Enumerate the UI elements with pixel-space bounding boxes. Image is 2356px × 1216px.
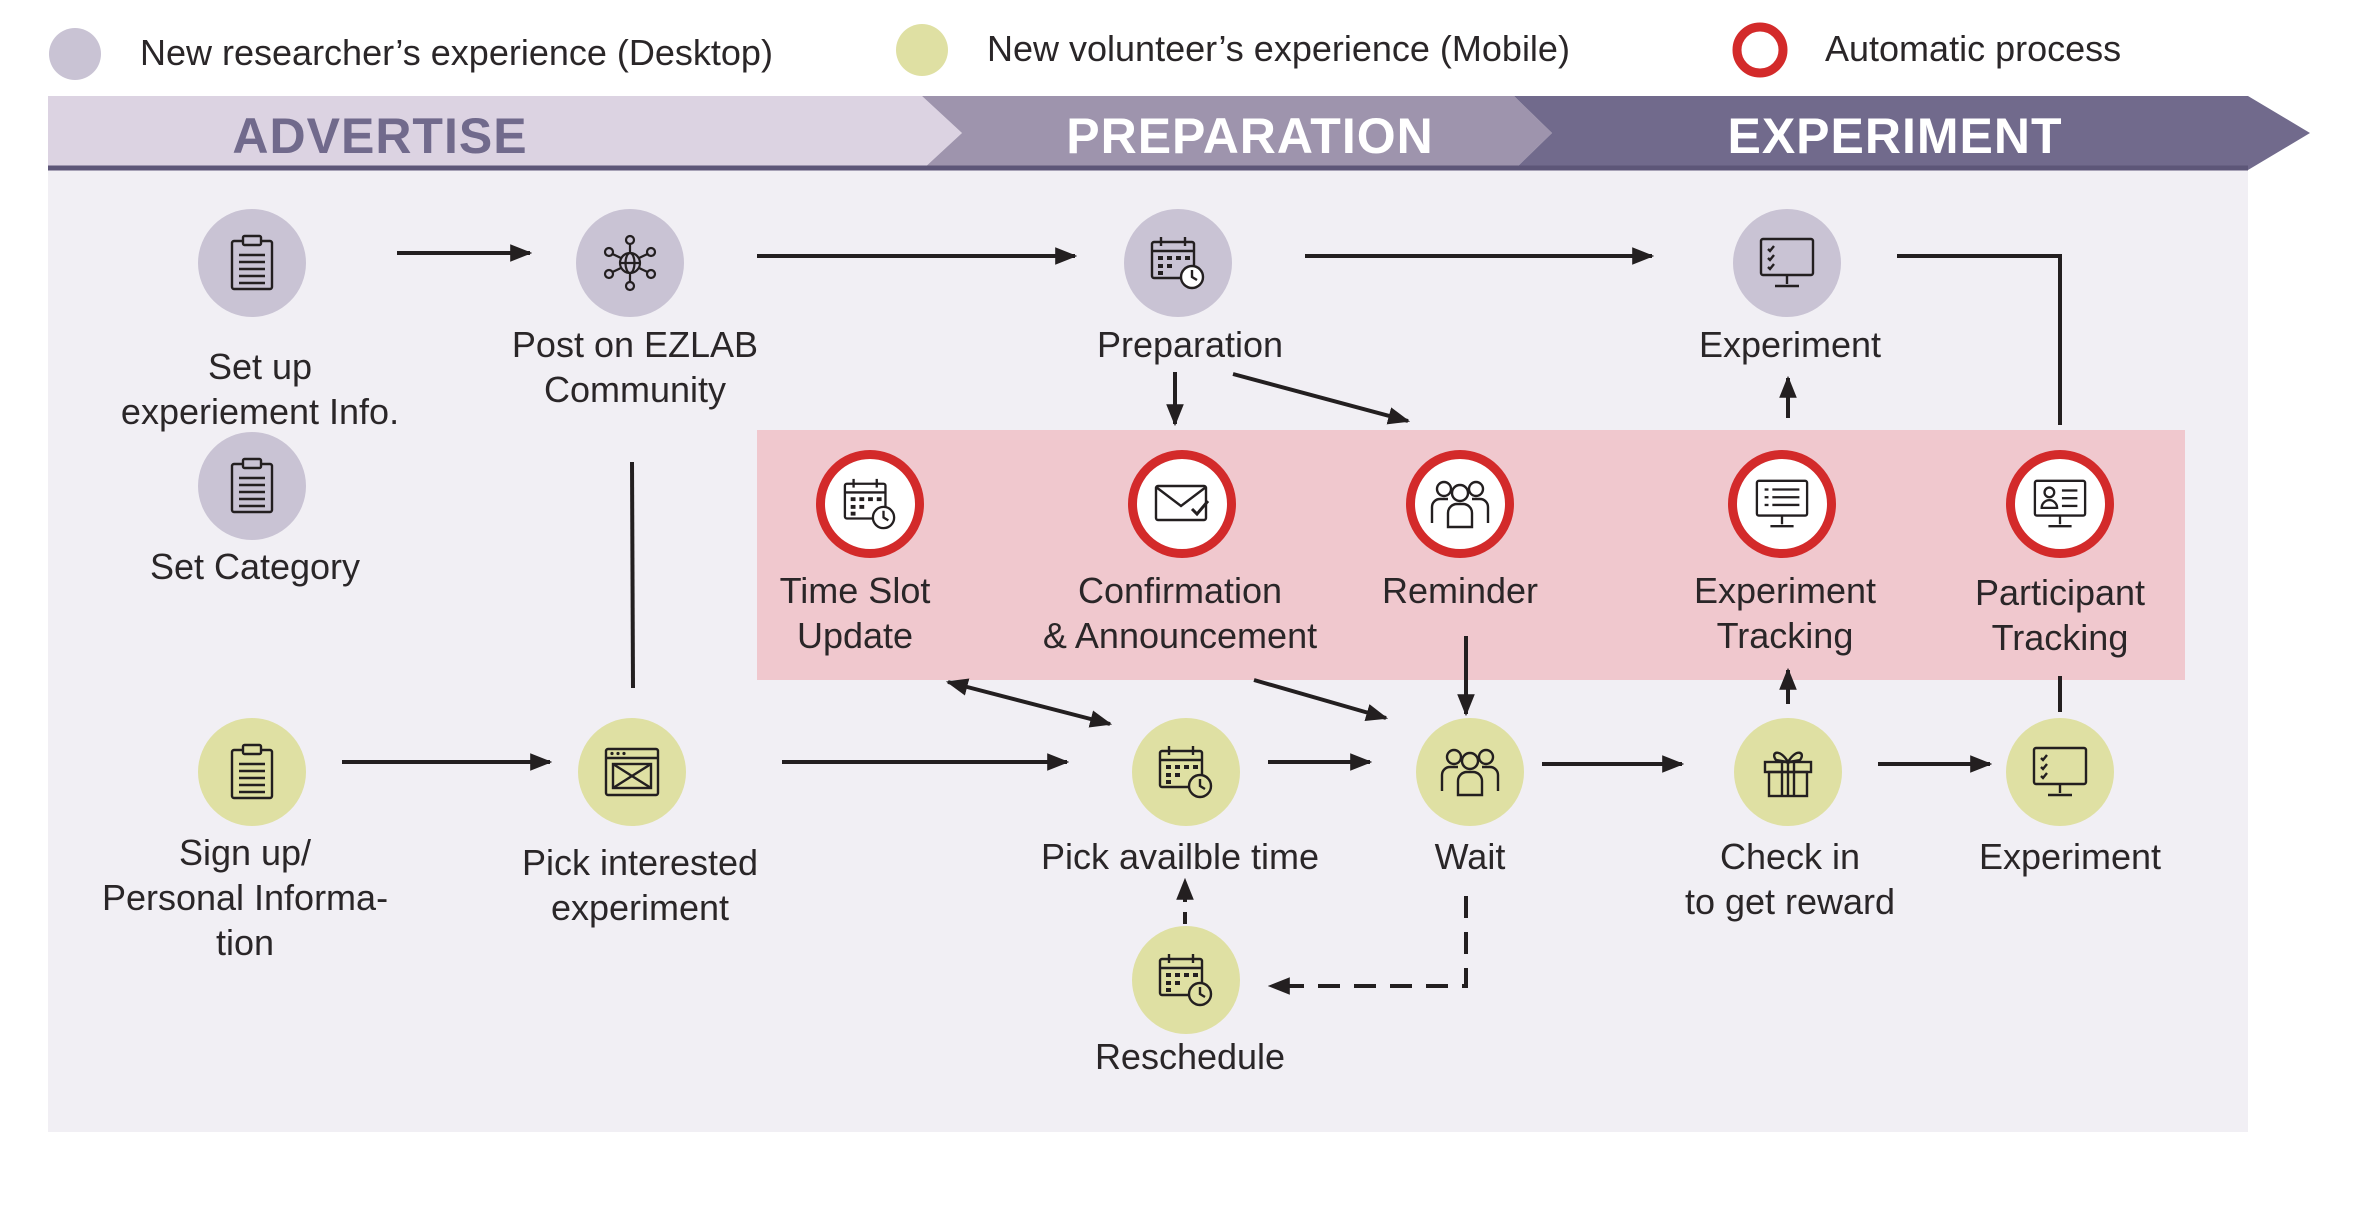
arrow-time-slot-pick-time-bidirectional bbox=[945, 678, 1113, 728]
experiment-tracking-line2: Tracking bbox=[1716, 615, 1854, 656]
check-in-node bbox=[1734, 718, 1842, 826]
time-slot-update-node bbox=[816, 450, 924, 558]
clipboard-icon bbox=[230, 457, 274, 514]
clipboard-icon bbox=[230, 234, 274, 291]
time-slot-update-line1: Time Slot bbox=[779, 570, 931, 611]
calendar-clock-icon bbox=[1150, 237, 1205, 290]
pick-time-node bbox=[1132, 718, 1240, 826]
legend-automatic-label: Automatic process bbox=[1825, 28, 2122, 69]
reschedule-label: Reschedule bbox=[1094, 1036, 1286, 1077]
confirmation-node bbox=[1128, 450, 1236, 558]
setup-info-line1: Set up bbox=[207, 346, 313, 387]
pick-experiment-line1: Pick interested bbox=[521, 842, 759, 883]
post-community-label: Post on EZLAB Community bbox=[470, 322, 800, 412]
experiment-volunteer-label: Experiment bbox=[1978, 836, 2162, 877]
pick-experiment-node bbox=[578, 718, 686, 826]
line-experiment-to-participant-tracking bbox=[1897, 254, 2062, 425]
network-globe-icon bbox=[603, 234, 657, 292]
pick-experiment-line2: experiment bbox=[550, 887, 730, 928]
reminder-label: Reminder bbox=[1381, 570, 1539, 611]
participant-tracking-line1: Participant bbox=[1974, 572, 2146, 613]
group-people-icon bbox=[1430, 480, 1490, 529]
monitor-checklist-icon bbox=[2032, 746, 2088, 797]
experiment-researcher-label: Experiment bbox=[1698, 324, 1882, 365]
experiment-researcher-node bbox=[1733, 209, 1841, 317]
time-slot-update-label: Time Slot Update bbox=[730, 568, 980, 658]
calendar-clock-icon bbox=[843, 478, 896, 530]
legend-researcher-label: New researcher’s experience (Desktop) bbox=[140, 32, 773, 73]
sign-up-line2: Personal Informa- bbox=[101, 877, 389, 918]
sign-up-label: Sign up/ Personal Informa- tion bbox=[80, 830, 410, 965]
legend-automatic-swatch bbox=[1732, 22, 1788, 78]
sign-up-line1: Sign up/ bbox=[178, 832, 312, 873]
check-in-label: Check in to get reward bbox=[1640, 834, 1940, 924]
reschedule-node bbox=[1132, 926, 1240, 1034]
wait-label: Wait bbox=[1434, 836, 1506, 877]
confirmation-line1: Confirmation bbox=[1077, 570, 1283, 611]
advertise-band bbox=[48, 96, 962, 170]
experiment-band bbox=[1514, 96, 2310, 170]
experiment-tracking-node bbox=[1728, 450, 1836, 558]
group-people-icon bbox=[1440, 748, 1500, 797]
phase-experiment: EXPERIMENT bbox=[1727, 108, 2063, 164]
wait-node bbox=[1416, 718, 1524, 826]
confirmation-line2: & Announcement bbox=[1042, 615, 1318, 656]
participant-tracking-node bbox=[2006, 450, 2114, 558]
check-in-line1: Check in bbox=[1719, 836, 1861, 877]
time-slot-update-line2: Update bbox=[796, 615, 914, 656]
calendar-clock-icon bbox=[1158, 954, 1213, 1007]
sign-up-node bbox=[198, 718, 306, 826]
legend-volunteer-label: New volunteer’s experience (Mobile) bbox=[987, 28, 1570, 69]
pick-time-label: Pick availble time bbox=[1040, 836, 1320, 877]
check-in-line2: to get reward bbox=[1684, 881, 1896, 922]
setup-info-line2: experiement Info. bbox=[120, 391, 400, 432]
confirmation-label: Confirmation & Announcement bbox=[1010, 568, 1350, 658]
gift-icon bbox=[1763, 751, 1813, 798]
pick-experiment-label: Pick interested experiment bbox=[490, 840, 790, 930]
monitor-person-icon bbox=[2033, 479, 2087, 528]
arrow-confirmation-to-wait bbox=[1253, 678, 1389, 721]
setup-info-node bbox=[198, 209, 306, 317]
reminder-node bbox=[1406, 450, 1514, 558]
calendar-clock-icon bbox=[1158, 746, 1213, 799]
participant-tracking-label: Participant Tracking bbox=[1930, 570, 2190, 660]
set-category-node bbox=[198, 432, 306, 540]
experiment-volunteer-node bbox=[2006, 718, 2114, 826]
envelope-check-icon bbox=[1154, 484, 1210, 522]
legend-volunteer-swatch bbox=[896, 24, 948, 76]
post-community-node bbox=[576, 209, 684, 317]
legend-researcher-swatch bbox=[49, 28, 101, 80]
line-post-to-pick-experiment bbox=[630, 461, 635, 689]
arrow-preparation-to-reminder bbox=[1232, 372, 1411, 425]
clipboard-icon bbox=[230, 743, 274, 800]
preparation-node bbox=[1124, 209, 1232, 317]
post-community-line2: Community bbox=[543, 369, 727, 410]
phase-advertise: ADVERTISE bbox=[232, 108, 528, 164]
experiment-tracking-label: Experiment Tracking bbox=[1650, 568, 1920, 658]
participant-tracking-line2: Tracking bbox=[1991, 617, 2129, 658]
dashed-wait-to-reschedule bbox=[1267, 896, 1468, 995]
experiment-tracking-line1: Experiment bbox=[1693, 570, 1877, 611]
phase-preparation: PREPARATION bbox=[1066, 108, 1434, 164]
monitor-checklist-icon bbox=[1759, 237, 1815, 288]
sign-up-line3: tion bbox=[215, 922, 275, 963]
browser-window-icon bbox=[604, 747, 660, 797]
post-community-line1: Post on EZLAB bbox=[511, 324, 759, 365]
set-category-label: Set Category bbox=[149, 546, 361, 587]
preparation-band bbox=[922, 96, 1552, 170]
setup-info-label: Set up experiement Info. bbox=[100, 344, 420, 434]
preparation-label: Preparation bbox=[1096, 324, 1284, 365]
monitor-list-icon bbox=[1755, 479, 1809, 528]
